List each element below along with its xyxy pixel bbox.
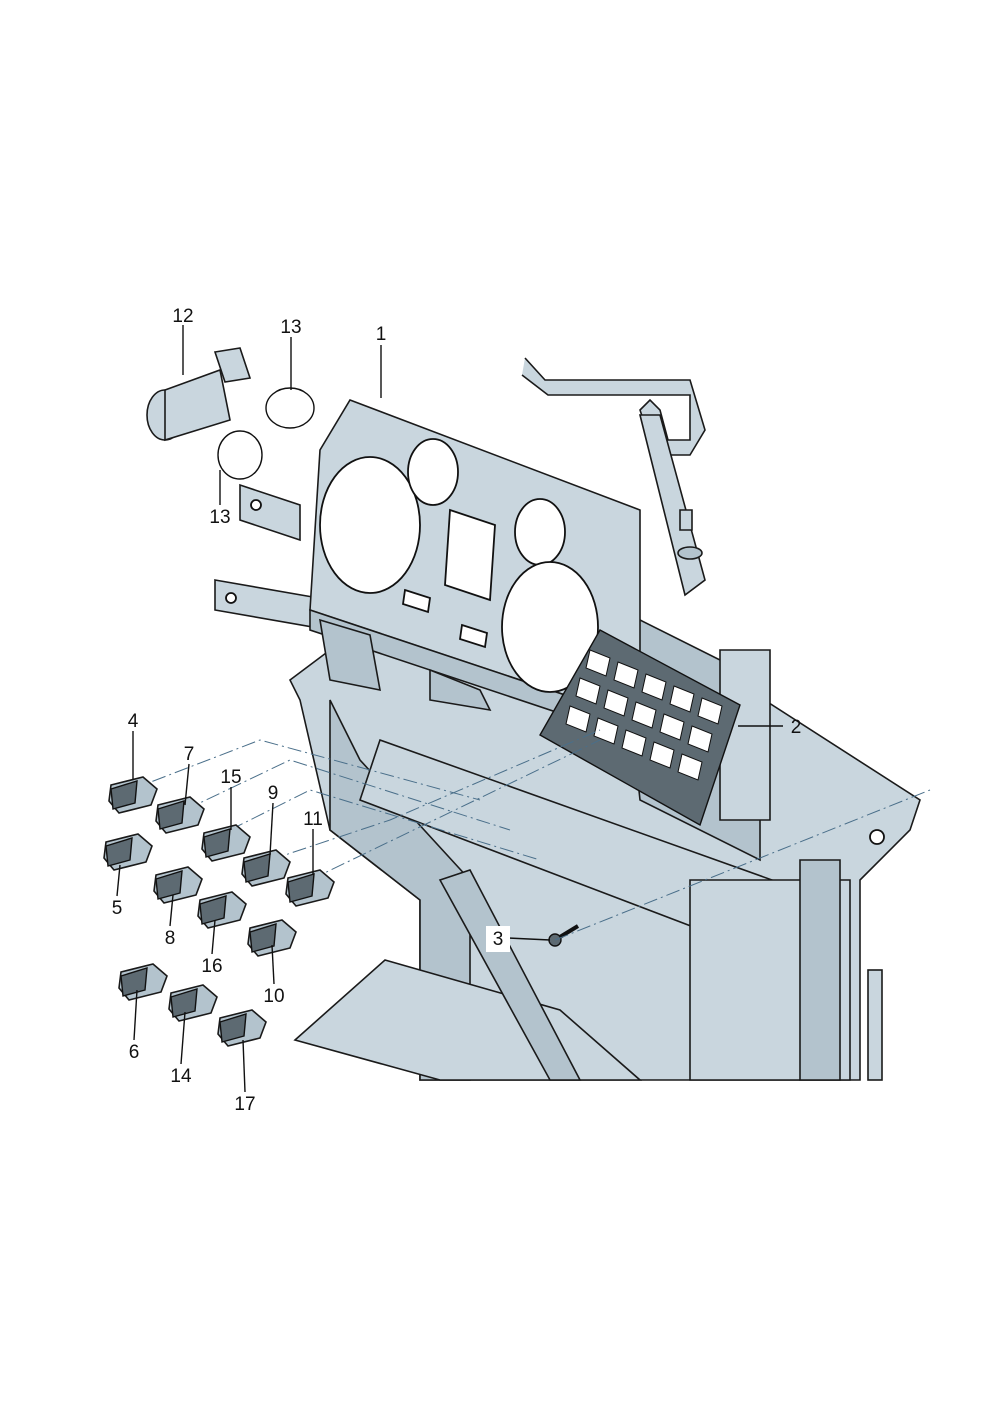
vehicle-body-structure xyxy=(288,608,921,1081)
panel-button-slot xyxy=(687,725,713,753)
panel-button-slot xyxy=(585,649,611,677)
callout-13-upper[interactable]: 13 xyxy=(280,317,301,338)
callout-labels: 12 13 1 13 2 4 7 15 9 11 5 8 16 10 3 6 1… xyxy=(112,306,802,1115)
callout-8[interactable]: 8 xyxy=(165,928,176,949)
panel-button-slot xyxy=(613,661,639,689)
panel-button-slot xyxy=(697,697,723,725)
switch-face xyxy=(199,895,227,925)
switch-face xyxy=(243,853,271,883)
switch-face xyxy=(120,967,148,997)
switch-group xyxy=(103,776,335,1047)
callout-1[interactable]: 1 xyxy=(376,324,387,345)
callout-3[interactable]: 3 xyxy=(493,929,504,950)
callout-14[interactable]: 14 xyxy=(170,1066,192,1087)
switch-face xyxy=(249,923,277,953)
instrument-housing xyxy=(214,399,641,722)
panel-button-slot xyxy=(669,685,695,713)
panel-button-slot xyxy=(565,705,591,733)
switch-face xyxy=(105,837,133,867)
callout-2[interactable]: 2 xyxy=(791,717,802,738)
switch-face xyxy=(203,828,231,858)
switch-face xyxy=(157,800,185,830)
callout-10[interactable]: 10 xyxy=(263,986,284,1007)
switch-face xyxy=(110,780,138,810)
switch-face xyxy=(219,1013,247,1043)
callout-17[interactable]: 17 xyxy=(234,1094,255,1115)
panel-button-slot xyxy=(641,673,667,701)
switch-face xyxy=(170,988,198,1018)
switch-panel xyxy=(539,629,741,827)
callout-6[interactable]: 6 xyxy=(129,1042,140,1063)
panel-button-slot xyxy=(575,677,601,705)
switch-face xyxy=(155,870,183,900)
leader-lines xyxy=(116,325,783,1093)
assembly-lines xyxy=(129,729,931,941)
support-bracket xyxy=(521,357,706,597)
panel-button-slot xyxy=(603,689,629,717)
panel-button-slot xyxy=(621,729,647,757)
switch-face xyxy=(287,873,315,903)
panel-button-slot xyxy=(677,753,703,781)
callout-16[interactable]: 16 xyxy=(201,956,222,977)
panel-button-slot xyxy=(593,717,619,745)
panel-button-slot xyxy=(649,741,675,769)
callout-12[interactable]: 12 xyxy=(172,306,193,327)
callout-15[interactable]: 15 xyxy=(220,767,241,788)
panel-button-slot xyxy=(659,713,685,741)
callout-11[interactable]: 11 xyxy=(303,809,323,830)
callout-7[interactable]: 7 xyxy=(184,744,195,765)
panel-button-slot xyxy=(631,701,657,729)
callout-9[interactable]: 9 xyxy=(268,783,279,804)
callout-4[interactable]: 4 xyxy=(128,711,139,732)
callout-13-lower[interactable]: 13 xyxy=(209,507,230,528)
callout-5[interactable]: 5 xyxy=(112,898,123,919)
light-switch-and-clamps xyxy=(146,347,315,480)
